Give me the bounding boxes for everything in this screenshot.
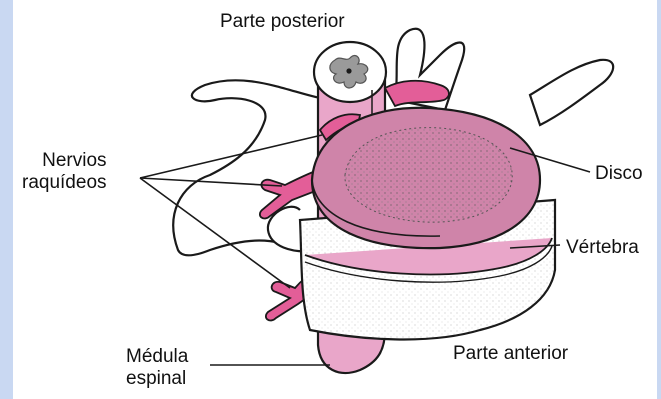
label-spinal-nerves-line2: raquídeos — [22, 172, 107, 194]
label-anterior: Parte anterior — [453, 343, 568, 365]
label-disc: Disco — [595, 163, 643, 185]
label-spinal-cord-line1: Médula — [126, 346, 188, 368]
label-spinal-cord: Médula espinal — [126, 346, 188, 390]
label-posterior: Parte posterior — [220, 11, 345, 33]
label-vertebra: Vértebra — [566, 237, 639, 259]
intervertebral-disc — [312, 108, 540, 248]
label-spinal-nerves: Nervios raquídeos — [22, 150, 107, 194]
label-spinal-cord-line2: espinal — [126, 368, 188, 390]
label-spinal-nerves-line1: Nervios — [22, 150, 107, 172]
